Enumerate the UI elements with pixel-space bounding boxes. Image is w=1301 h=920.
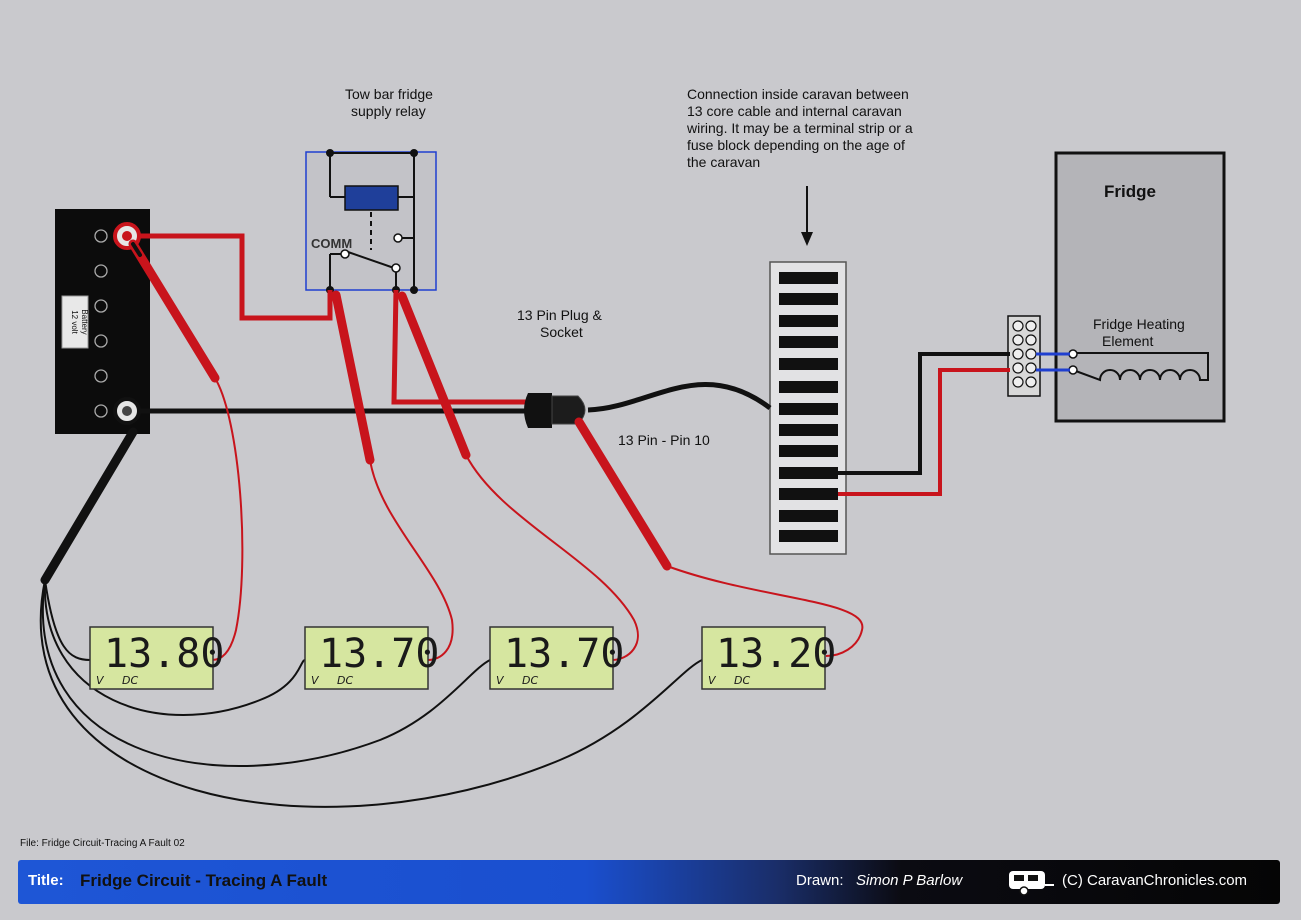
title-label: Title:	[28, 872, 64, 889]
heating-coil	[1072, 352, 1209, 382]
drawn-by: Simon P Barlow	[856, 872, 963, 889]
relay-label-2: supply relay	[351, 103, 426, 119]
meter-3-unit-v: V	[496, 674, 505, 687]
meter-2-unit-dc: DC	[337, 674, 353, 687]
meter-3-reading: 13.70	[504, 631, 624, 677]
wire-red-battery-relay	[139, 233, 333, 321]
heating-element-label-2: Element	[1102, 333, 1153, 349]
connection-note-4: fuse block depending on the age of	[687, 137, 905, 153]
fridge-box: Fridge Fridge Heating Element	[1054, 151, 1226, 423]
meter-1: 13.80 V DC	[89, 626, 224, 690]
meter-1-unit-v: V	[96, 674, 105, 687]
meter-2: 13.70 V DC	[304, 626, 439, 690]
fridge-terminal-block	[1007, 315, 1070, 397]
battery-label-2: Battery	[80, 309, 89, 334]
diagram-title: Fridge Circuit - Tracing A Fault	[80, 871, 328, 890]
connection-note-5: the caravan	[687, 154, 760, 170]
meter-4-unit-v: V	[708, 674, 717, 687]
meter-2-unit-v: V	[311, 674, 320, 687]
meter-2-reading: 13.70	[319, 631, 439, 677]
meter-3: 13.70 V DC	[489, 626, 624, 690]
battery-label-1: 12 volt	[70, 310, 79, 334]
caravan-fuse-block	[769, 261, 847, 555]
wire-black-to-fridge	[838, 352, 1010, 475]
pin10-label: 13 Pin - Pin 10	[618, 432, 710, 448]
plug-socket	[524, 382, 772, 428]
connection-note-1: Connection inside caravan between	[687, 86, 909, 102]
meter-4-unit-dc: DC	[734, 674, 750, 687]
copyright: (C) CaravanChronicles.com	[1062, 872, 1248, 889]
drawn-label: Drawn:	[796, 872, 844, 889]
heating-element-label-1: Fridge Heating	[1093, 316, 1185, 332]
probe-wires-black	[39, 579, 703, 808]
pointer-arrow	[801, 186, 813, 246]
fridge-label: Fridge	[1104, 182, 1156, 201]
comm-label: COMM	[311, 236, 352, 251]
caravan-icon	[1009, 871, 1054, 896]
relay: COMM	[305, 149, 437, 294]
meter-3-unit-dc: DC	[522, 674, 538, 687]
probe-wires-red	[211, 377, 864, 661]
connection-note-2: 13 core cable and internal caravan	[687, 103, 902, 119]
meter-4-reading: 13.20	[716, 631, 836, 677]
connection-note-3: wiring. It may be a terminal strip or a	[686, 120, 913, 136]
plug-socket-label-2: Socket	[540, 324, 583, 340]
wire-red-to-fridge	[838, 368, 1010, 496]
title-bar: Title: Fridge Circuit - Tracing A Fault …	[18, 860, 1280, 904]
meter-1-reading: 13.80	[104, 631, 224, 677]
relay-coil	[344, 185, 399, 211]
relay-label-1: Tow bar fridge	[345, 86, 433, 102]
meter-4: 13.20 V DC	[701, 626, 836, 690]
meter-1-unit-dc: DC	[122, 674, 138, 687]
plug-socket-label-1: 13 Pin Plug &	[517, 307, 602, 323]
probes	[40, 239, 672, 585]
file-note: File: Fridge Circuit-Tracing A Fault 02	[20, 838, 185, 849]
wire-red-relay-plug	[391, 289, 530, 405]
